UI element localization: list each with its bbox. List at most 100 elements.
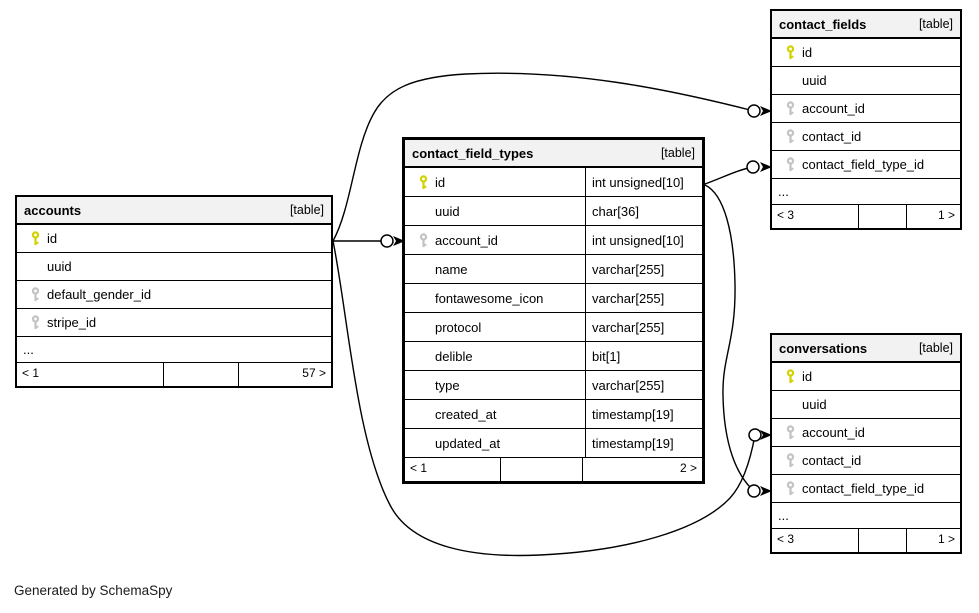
column-name: stripe_id bbox=[47, 315, 97, 330]
column-row: ... bbox=[17, 337, 331, 363]
foreign-key-icon bbox=[786, 453, 794, 468]
column-list: id uuid bbox=[17, 225, 331, 363]
column-row: account_id bbox=[772, 419, 960, 447]
related-count-right: 1 > bbox=[937, 208, 955, 222]
column-name: id bbox=[802, 45, 813, 60]
column-name: name bbox=[435, 261, 468, 277]
foreign-key-icon bbox=[786, 157, 794, 172]
column-row: contact_field_type_id bbox=[772, 151, 960, 179]
column-name: protocol bbox=[435, 319, 482, 335]
column-row: id int unsigned[10] bbox=[405, 168, 702, 197]
column-type: char[36] bbox=[585, 197, 702, 225]
table-header: accounts [table] bbox=[17, 197, 331, 225]
table-title[interactable]: conversations bbox=[779, 340, 868, 356]
footer-middle-cell bbox=[859, 205, 907, 228]
column-row: fontawesome_icon varchar[255] bbox=[405, 284, 702, 313]
column-row: ... bbox=[772, 503, 960, 529]
column-type: varchar[255] bbox=[585, 371, 702, 399]
foreign-key-icon bbox=[786, 129, 794, 144]
table-footer: < 3 1 > bbox=[772, 529, 960, 552]
column-name: uuid bbox=[802, 397, 827, 412]
relationship-contact-field-types-to-contact-fields bbox=[704, 160, 772, 185]
column-name: updated_at bbox=[435, 435, 501, 451]
column-name: contact_field_type_id bbox=[802, 157, 925, 172]
column-row: contact_id bbox=[772, 447, 960, 475]
foreign-key-icon bbox=[786, 481, 794, 496]
generated-by-note: Generated by SchemaSpy bbox=[14, 583, 173, 598]
related-count-left: < 3 bbox=[772, 529, 859, 552]
column-row: name varchar[255] bbox=[405, 255, 702, 284]
table-accounts[interactable]: accounts [table] id bbox=[15, 195, 333, 388]
column-name: account_id bbox=[802, 425, 865, 440]
connector-circle-icon bbox=[748, 428, 762, 442]
column-row: type varchar[255] bbox=[405, 371, 702, 400]
table-title[interactable]: accounts bbox=[24, 202, 82, 218]
related-count-right: 2 > bbox=[679, 461, 697, 475]
column-row: contact_field_type_id bbox=[772, 475, 960, 503]
footer-middle-cell bbox=[501, 458, 583, 481]
table-footer: < 1 57 > bbox=[17, 363, 331, 386]
column-name: id bbox=[802, 369, 813, 384]
foreign-key-icon bbox=[31, 315, 39, 330]
column-row: stripe_id bbox=[17, 309, 331, 337]
table-footer: < 3 1 > bbox=[772, 205, 960, 228]
column-name: type bbox=[435, 377, 460, 393]
connector-circle-icon bbox=[747, 104, 761, 118]
column-row: id bbox=[772, 39, 960, 67]
column-name: account_id bbox=[802, 101, 865, 116]
table-contact-field-types[interactable]: contact_field_types [table] id int unsig… bbox=[402, 137, 705, 484]
primary-key-icon bbox=[786, 45, 794, 60]
table-footer: < 1 2 > bbox=[405, 458, 702, 481]
connector-circle-icon bbox=[380, 234, 394, 248]
footer-middle-cell bbox=[164, 363, 239, 386]
table-tag: [table] bbox=[660, 146, 695, 160]
column-row: account_id bbox=[772, 95, 960, 123]
table-header: contact_field_types [table] bbox=[405, 140, 702, 168]
column-name: contact_id bbox=[802, 453, 862, 468]
column-name: uuid bbox=[802, 73, 827, 88]
column-row: account_id int unsigned[10] bbox=[405, 226, 702, 255]
table-contact-fields[interactable]: contact_fields [table] id bbox=[770, 9, 962, 230]
column-type: varchar[255] bbox=[585, 313, 702, 341]
column-name: ... bbox=[778, 184, 789, 199]
connector-circle-icon bbox=[747, 484, 761, 498]
table-conversations[interactable]: conversations [table] id bbox=[770, 333, 962, 554]
column-row: contact_id bbox=[772, 123, 960, 151]
primary-key-icon bbox=[31, 231, 39, 246]
column-name: ... bbox=[23, 342, 34, 357]
related-count-left: < 1 bbox=[17, 363, 164, 386]
table-tag: [table] bbox=[918, 341, 953, 355]
column-list: id int unsigned[10] uuid char[36] bbox=[405, 168, 702, 458]
table-title[interactable]: contact_fields bbox=[779, 16, 867, 32]
column-name: id bbox=[435, 174, 446, 190]
column-name: fontawesome_icon bbox=[435, 290, 544, 306]
connector-circle-icon bbox=[746, 160, 760, 174]
column-list: id uuid bbox=[772, 39, 960, 205]
foreign-key-icon bbox=[419, 232, 427, 247]
column-row: uuid char[36] bbox=[405, 197, 702, 226]
primary-key-icon bbox=[419, 174, 427, 189]
primary-key-icon bbox=[786, 369, 794, 384]
table-tag: [table] bbox=[918, 17, 953, 31]
column-type: timestamp[19] bbox=[585, 429, 702, 457]
foreign-key-icon bbox=[786, 425, 794, 440]
column-row: default_gender_id bbox=[17, 281, 331, 309]
column-name: contact_id bbox=[802, 129, 862, 144]
column-type: int unsigned[10] bbox=[585, 168, 702, 196]
related-count-right: 1 > bbox=[937, 532, 955, 546]
column-name: ... bbox=[778, 508, 789, 523]
column-list: id uuid bbox=[772, 363, 960, 529]
relationship-accounts-to-contact-field-types bbox=[333, 234, 405, 248]
column-row: uuid bbox=[772, 67, 960, 95]
column-type: int unsigned[10] bbox=[585, 226, 702, 254]
related-count-right: 57 > bbox=[302, 366, 326, 380]
column-row: id bbox=[772, 363, 960, 391]
column-row: created_at timestamp[19] bbox=[405, 400, 702, 429]
column-name: contact_field_type_id bbox=[802, 481, 925, 496]
foreign-key-icon bbox=[31, 287, 39, 302]
column-name: uuid bbox=[47, 259, 72, 274]
table-title[interactable]: contact_field_types bbox=[412, 145, 534, 161]
column-type: bit[1] bbox=[585, 342, 702, 370]
column-name: uuid bbox=[435, 203, 460, 219]
